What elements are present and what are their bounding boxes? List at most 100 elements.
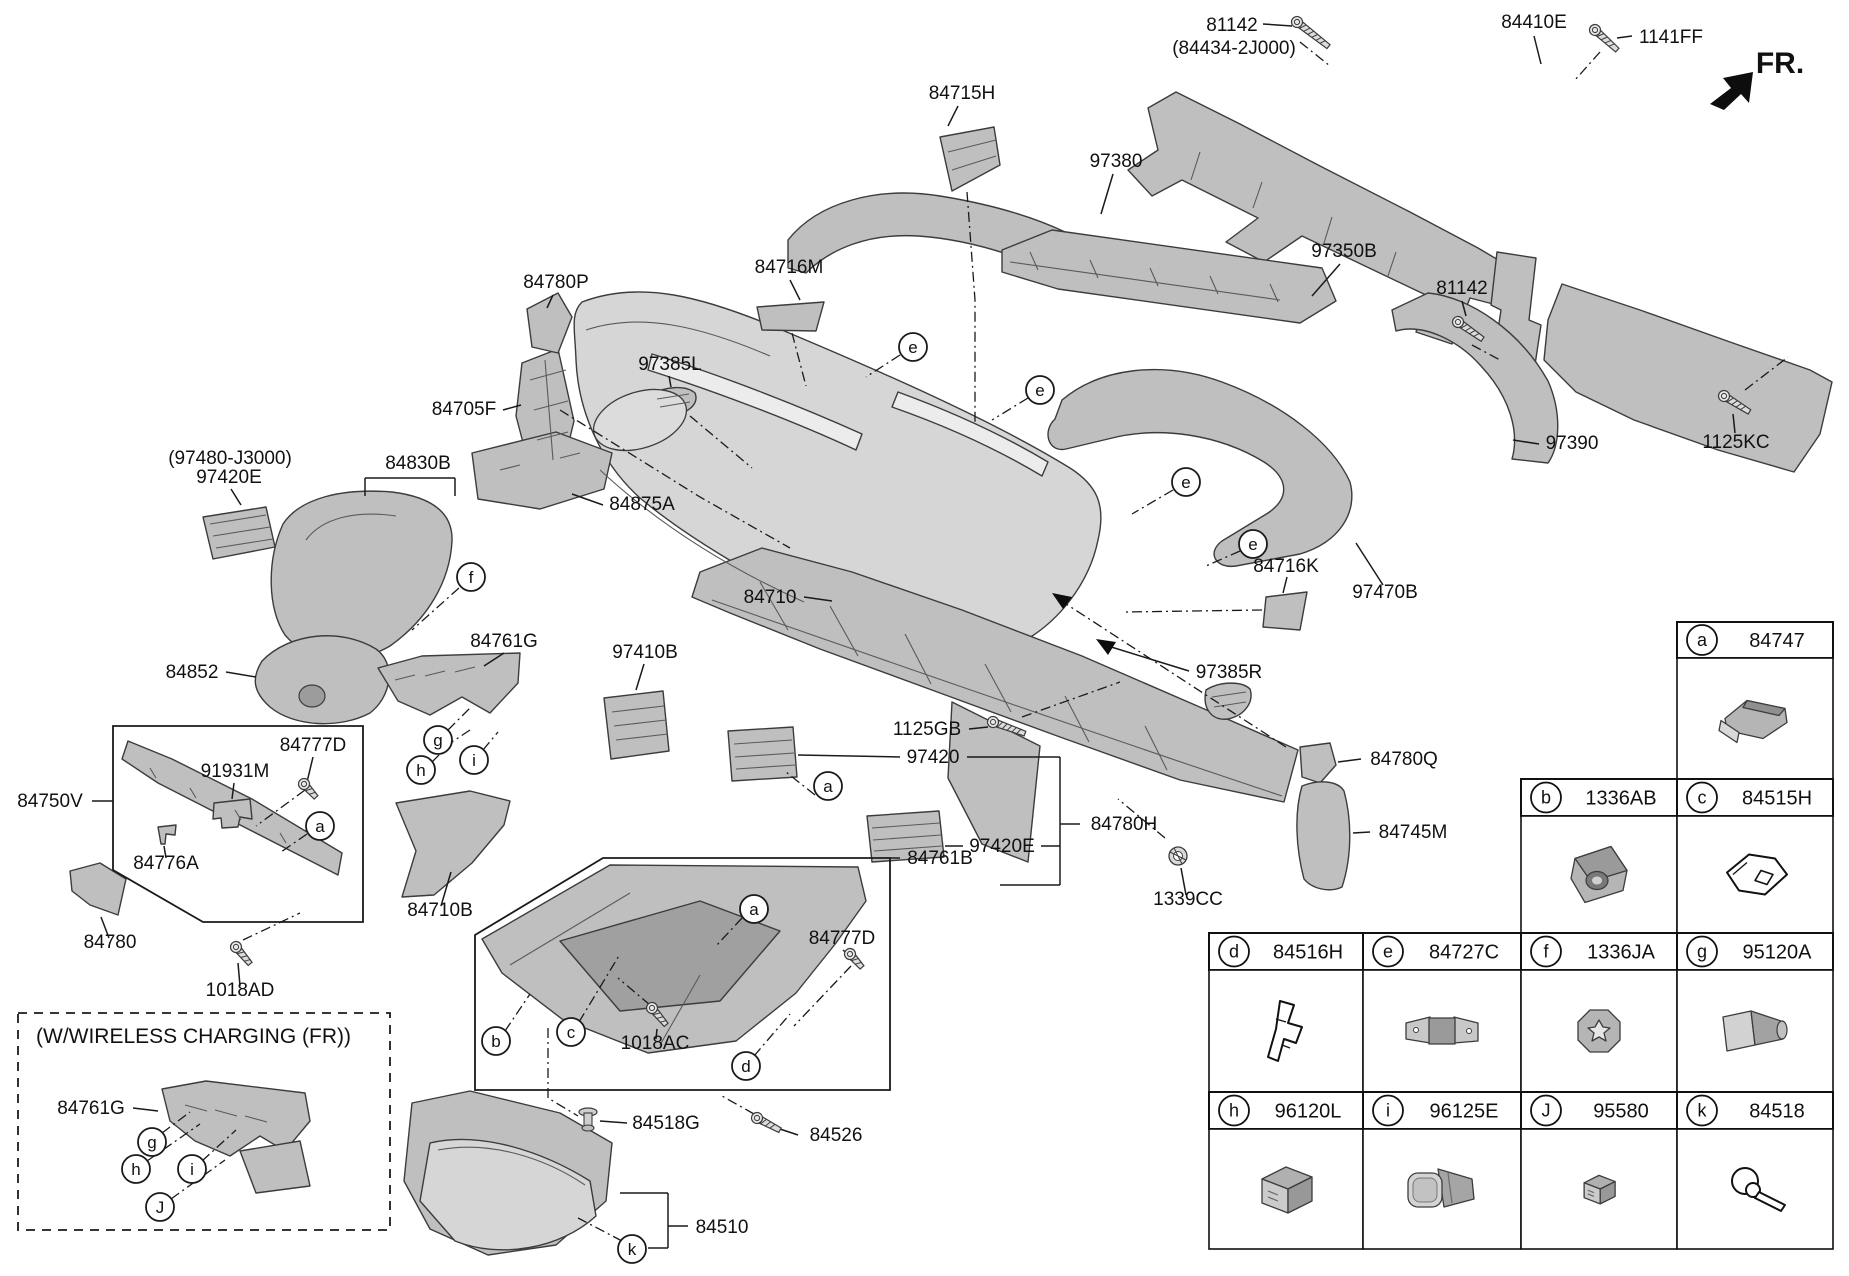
- trim-84780: [69, 862, 127, 916]
- callout-letter: e: [908, 338, 917, 357]
- part-detail-lines: [1009, 251, 1281, 303]
- part-detail-lines: [509, 892, 701, 1046]
- duct-97470B: [1047, 368, 1353, 567]
- label-84780P: 84780P: [523, 272, 589, 293]
- table-part-number: 95580: [1593, 1101, 1649, 1123]
- label-1018AD: 1018AD: [206, 980, 275, 1001]
- reference-dash-line: [1471, 344, 1501, 361]
- leader-line: [132, 1107, 159, 1112]
- label-wireless-note: (W/WIRELESS CHARGING (FR)): [36, 1025, 351, 1048]
- table-cell-d: d 84516H: [1208, 932, 1364, 1093]
- callout-e: e: [898, 332, 928, 362]
- leader-line: [163, 845, 167, 859]
- table-callout-circle: [1686, 935, 1718, 968]
- table-callout-circle: [1530, 935, 1562, 968]
- part-detail-lines: [437, 1146, 586, 1186]
- label-84710B: 84710B: [407, 900, 473, 921]
- leader-line: [797, 754, 901, 758]
- shroud-84852: [254, 635, 390, 725]
- glovebox-door: [419, 1138, 597, 1251]
- leader-lines-layer: [17, 23, 1789, 1249]
- reference-dash-line: [447, 705, 473, 731]
- clip-84776A: [157, 824, 177, 845]
- table-callout-letter: f: [1543, 942, 1549, 962]
- callout-k: k: [617, 1234, 647, 1264]
- label-91931M: 91931M: [201, 761, 270, 782]
- vent-97410B: [603, 690, 670, 760]
- table-callout-letter: J: [1542, 1101, 1551, 1121]
- label-97420: 97420: [907, 747, 960, 768]
- fr-direction-arrow: [1710, 72, 1753, 110]
- label-84434-2J000: (84434-2J000): [1172, 38, 1296, 59]
- reference-dash-line: [242, 912, 301, 941]
- leader-line: [1616, 35, 1633, 39]
- callout-letter: h: [416, 761, 425, 780]
- reference-dash-line: [1131, 489, 1174, 515]
- reference-dash-line: [170, 1159, 226, 1200]
- reference-dash-line: [559, 409, 791, 549]
- parts-layer: [69, 91, 1833, 1256]
- table-part-number: 84747: [1749, 630, 1805, 652]
- leader-line: [571, 493, 604, 506]
- label-97385L: 97385L: [638, 354, 701, 375]
- trim-84745M: [1296, 781, 1351, 891]
- label-84410E: 84410E: [1501, 12, 1567, 33]
- leader-line: [1100, 173, 1114, 215]
- reference-dash-line: [785, 771, 816, 796]
- table-cell-J: J 95580: [1520, 1091, 1678, 1250]
- label-81142-top: 81142: [1206, 15, 1257, 36]
- leader-line: [1355, 542, 1384, 586]
- reference-dash-line: [753, 1013, 791, 1057]
- table-callout-circle: [1686, 1094, 1718, 1127]
- cover-84716K: [1262, 591, 1308, 631]
- table-part-number: 84518: [1749, 1101, 1805, 1123]
- leader-line: [225, 671, 257, 678]
- push-nut-icon: [1577, 1009, 1621, 1053]
- label-97480-J3000: (97480-J3000): [168, 448, 292, 469]
- table-part-number: 1336AB: [1585, 788, 1656, 810]
- leader-line: [306, 756, 314, 783]
- label-84780H: 84780H: [1091, 814, 1158, 835]
- label-84776A: 84776A: [133, 853, 199, 874]
- label-84526: 84526: [810, 1125, 863, 1146]
- table-callout-letter: d: [1229, 942, 1239, 962]
- reference-dash-line: [1205, 550, 1241, 567]
- strip-84710B: [395, 790, 511, 898]
- callout-e: e: [1025, 375, 1055, 405]
- reference-dash-line: [1021, 681, 1121, 718]
- leader-line: [655, 1028, 658, 1040]
- frame-lower-right: [1543, 283, 1833, 473]
- callout-e: e: [1171, 467, 1201, 497]
- label-84780: 84780: [84, 932, 137, 953]
- part-detail-lines: [184, 1104, 268, 1123]
- callout-letter: h: [131, 1160, 140, 1179]
- part-detail-lines: [149, 767, 287, 844]
- part-detail-lines: [1190, 151, 1397, 277]
- label-84510: 84510: [696, 1217, 749, 1238]
- table-part-number: 84516H: [1273, 942, 1343, 964]
- part-detail-lines: [759, 581, 1168, 771]
- table-part-number: 84727C: [1429, 942, 1499, 964]
- blank-switch-icon: [1261, 1166, 1313, 1214]
- table-part-number: 95120A: [1743, 942, 1813, 964]
- part-detail-lines: [711, 599, 1283, 797]
- group-box-84750V: [112, 725, 364, 923]
- callout-e: e: [1238, 529, 1268, 559]
- table-callout-circle: [1218, 935, 1250, 968]
- housing-recess: [559, 900, 781, 1012]
- reference-dash-line: [865, 354, 901, 378]
- group-box-84761B: [474, 857, 891, 1091]
- leader-line: [1282, 576, 1288, 594]
- leader-line: [668, 375, 672, 388]
- leader-line: [230, 488, 242, 506]
- label-97385R: 97385R: [1196, 662, 1263, 683]
- crashpad-slot-right: [891, 391, 1049, 477]
- reference-dash-line: [715, 917, 743, 947]
- screw-icon-1141FF: [1588, 23, 1620, 53]
- cluster-opening: [592, 388, 688, 452]
- vent-97420E-left: [202, 506, 276, 560]
